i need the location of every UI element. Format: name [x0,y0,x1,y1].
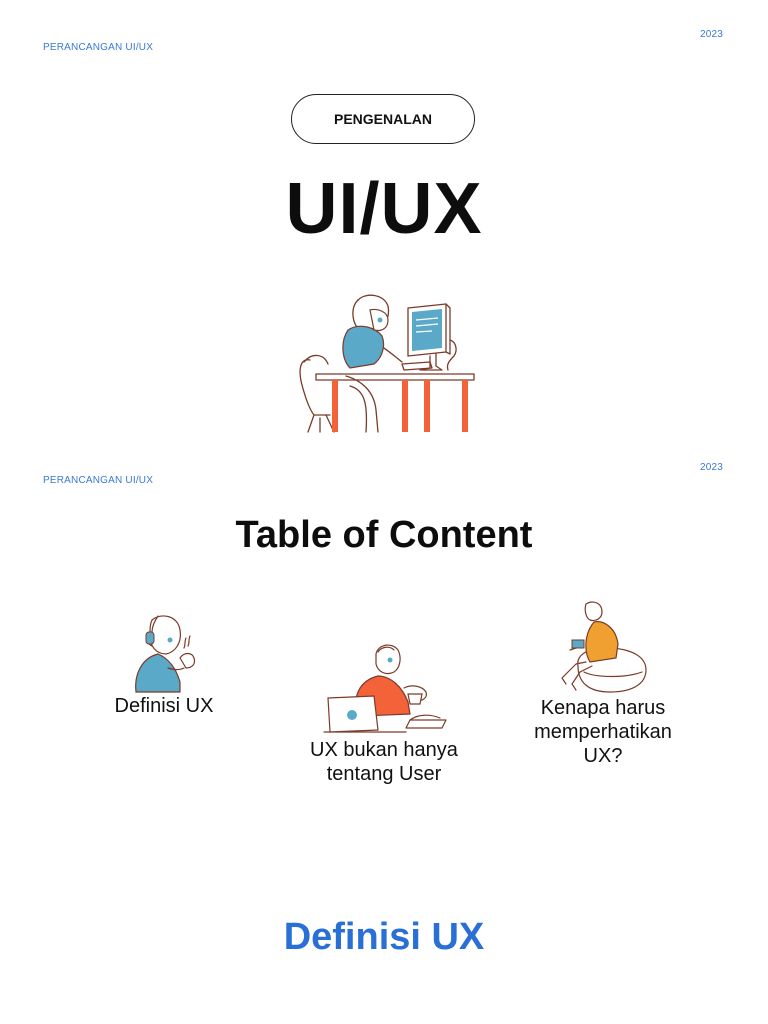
toc-item-kenapa-ux-line1: Kenapa harus [540,697,666,719]
section-title-definisi-ux: Definisi UX [283,916,485,958]
man-with-laptop-illustration [323,644,447,733]
man-with-headphones-illustration [135,615,196,693]
toc-item-definisi-ux: Definisi UX [114,695,214,717]
toc-item-ux-bukan-user: UX bukan hanya tentang User [288,738,480,786]
toc-item-ux-bukan-user-line1: UX bukan hanya [310,739,458,761]
main-title: UI/UX [285,169,483,249]
toc-item-kenapa-ux-line3: UX? [583,745,623,767]
pengenalan-pill: PENGENALAN [291,94,475,144]
slide1-header-left: PERANCANGAN UI/UX [43,42,154,53]
pill-label: PENGENALAN [333,111,432,127]
slide2-header-left: PERANCANGAN UI/UX [43,475,154,486]
woman-at-computer-illustration [299,294,475,433]
slide2-header-year: 2023 [700,462,724,473]
slide1-header-year: 2023 [700,29,724,40]
toc-item-kenapa-ux-line2: memperhatikan [534,721,672,743]
toc-title: Table of Content [235,514,533,556]
man-on-beanbag-illustration [561,601,647,693]
toc-item-ux-bukan-user-line2: tentang User [326,763,442,785]
toc-item-kenapa-ux: Kenapa harus memperhatikan UX? [508,696,698,768]
